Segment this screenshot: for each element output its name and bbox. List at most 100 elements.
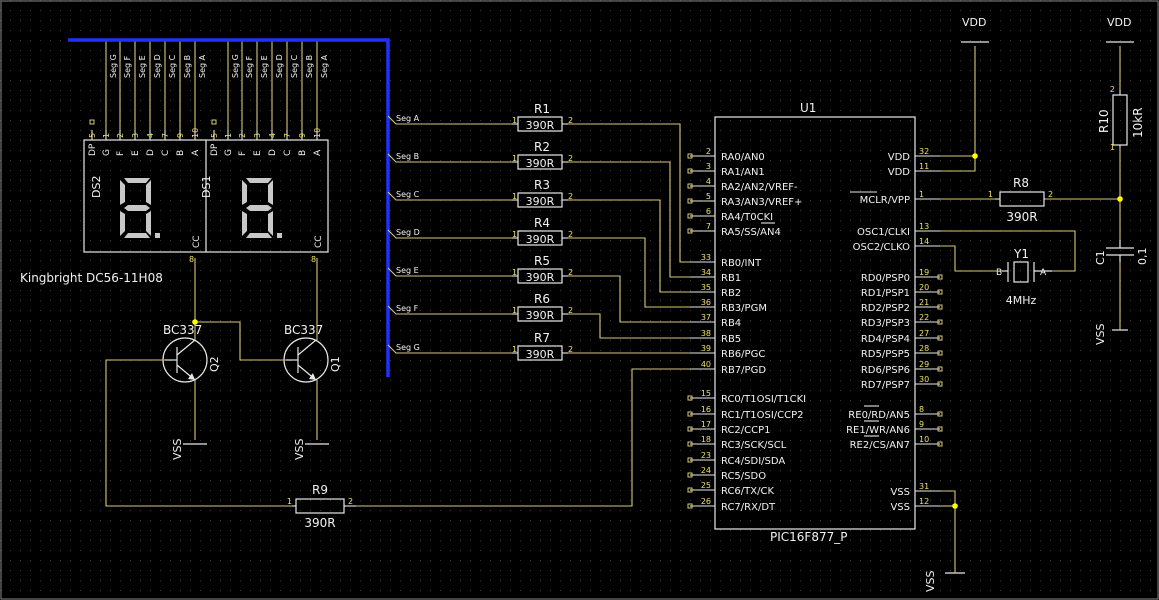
u1-pin-name: RB3/PGM bbox=[721, 303, 767, 314]
open-pin bbox=[687, 395, 693, 401]
display-pins: DP5G1F2E3D4C7B9A10CC8DP5G1F2E3D4C7B9A10C… bbox=[88, 40, 324, 264]
y1-body bbox=[1013, 261, 1029, 283]
u1-pin-num: 31 bbox=[919, 482, 929, 491]
display-pin-number: 1 bbox=[224, 133, 233, 138]
u1-pin-name: RD4/PSP4 bbox=[861, 334, 910, 345]
resistor-pin-num: 2 bbox=[568, 116, 573, 125]
u1-pin-name: RD6/PSP6 bbox=[861, 365, 910, 376]
u1-pin-num: 27 bbox=[919, 329, 929, 338]
display-module[interactable]: DS2 DS1 Kingbright DC56-11H08 DP5G1F2E3D… bbox=[20, 40, 329, 285]
resistor-value: 390R bbox=[526, 157, 555, 170]
u1-pin-num: 26 bbox=[701, 497, 711, 506]
u1-pin-name: RC0/T1OSI/T1CKI bbox=[721, 394, 806, 405]
u1-pin-name: VSS bbox=[890, 502, 910, 513]
q2-part: BC337 bbox=[163, 323, 202, 337]
u1-pin-name: VSS bbox=[890, 487, 910, 498]
vss-label: VSS bbox=[1094, 323, 1107, 345]
u1-pin-name: RB7/PGD bbox=[721, 365, 766, 376]
open-pin bbox=[937, 411, 943, 417]
u1-pin-num: 39 bbox=[701, 344, 711, 353]
u1-pin-name: VDD bbox=[888, 152, 911, 163]
display-left-ref: DS2 bbox=[90, 176, 103, 198]
open-pin bbox=[937, 441, 943, 447]
bus-label: Seg D bbox=[153, 54, 162, 78]
u1-pin-num: 30 bbox=[919, 375, 929, 384]
u1-pin-name: RD1/PSP1 bbox=[861, 288, 910, 299]
u1-pin-num: 36 bbox=[701, 298, 711, 307]
resistor-value: 390R bbox=[526, 309, 555, 322]
display-pin-number: 10 bbox=[313, 128, 322, 138]
u1-pin-name: MCLR/VPP bbox=[860, 195, 910, 206]
c1-ref: C1 bbox=[1094, 250, 1107, 265]
bus-label: Seg C bbox=[290, 54, 299, 78]
display-pin-number: 4 bbox=[146, 133, 155, 138]
display-pin-letter: F bbox=[116, 151, 126, 156]
resistor-ref: R2 bbox=[534, 140, 550, 154]
resistor-value: 390R bbox=[526, 119, 555, 132]
bus-label: Seg E bbox=[138, 55, 147, 78]
open-pin bbox=[687, 183, 693, 189]
microcontroller-u1[interactable]: U1 PIC16F877_P 2RA0/AN03RA1/AN14RA2/AN2/… bbox=[687, 101, 943, 544]
resistor-pin-num: 2 bbox=[568, 230, 573, 239]
open-pin bbox=[937, 335, 943, 341]
display-pin-letter: E bbox=[253, 150, 263, 156]
open-pin bbox=[687, 472, 693, 478]
display-pin-number: 2 bbox=[238, 133, 247, 138]
u1-pin-num: 6 bbox=[706, 207, 711, 216]
u1-pin-name: RC6/TX/CK bbox=[721, 486, 774, 497]
u1-pin-name: RE0/RD/AN5 bbox=[848, 410, 910, 421]
q2-ref: Q2 bbox=[208, 356, 221, 372]
u1-pin-num: 8 bbox=[919, 405, 924, 414]
u1-pin-num: 19 bbox=[919, 268, 929, 277]
display-pin-letter: C bbox=[161, 150, 171, 156]
bus-label: Seg C bbox=[168, 54, 177, 78]
open-pin bbox=[937, 381, 943, 387]
u1-pin-name: RD2/PSP2 bbox=[861, 303, 910, 314]
display-pin-number: 7 bbox=[283, 133, 292, 138]
resistor-pin-num: 1 bbox=[512, 345, 517, 354]
resistor-value: 390R bbox=[526, 233, 555, 246]
open-pin bbox=[937, 289, 943, 295]
u1-pin-name: RA2/AN2/VREF- bbox=[721, 182, 798, 193]
resistor-pin-num: 2 bbox=[568, 192, 573, 201]
u1-pin-num: 3 bbox=[706, 162, 711, 171]
u1-pin-name: RB4 bbox=[721, 318, 741, 329]
u1-pin-name: VDD bbox=[888, 167, 911, 178]
u1-pin-num: 4 bbox=[706, 177, 711, 186]
open-pin bbox=[687, 503, 693, 509]
display-pin-letter: C bbox=[283, 150, 293, 156]
u1-pin-name: RB0/INT bbox=[721, 258, 762, 269]
display-cc-label: CC bbox=[314, 235, 324, 248]
display-pin-letter: B bbox=[298, 150, 308, 156]
bus-label: Seg A bbox=[320, 54, 329, 78]
digit-left bbox=[120, 178, 160, 238]
open-pin bbox=[937, 350, 943, 356]
u1-pin-num: 34 bbox=[701, 268, 711, 277]
transistor-q2[interactable]: BC337 Q2 bbox=[162, 323, 221, 383]
display-pin-letter: G bbox=[102, 149, 112, 156]
bus-label: Seg F bbox=[123, 55, 132, 78]
u1-pin-num: 21 bbox=[919, 298, 929, 307]
bus-label: Seg B bbox=[305, 55, 314, 78]
y1-ref: Y1 bbox=[1013, 247, 1029, 261]
u1-pin-num: 7 bbox=[706, 222, 711, 231]
resistor-value: 390R bbox=[526, 271, 555, 284]
wires bbox=[105, 46, 1121, 573]
u1-pin-name: RC7/RX/DT bbox=[721, 502, 776, 513]
display-pin-letter: D bbox=[268, 149, 278, 156]
bus-label: Seg F bbox=[245, 55, 254, 78]
transistor-q1[interactable]: BC337 Q1 bbox=[283, 323, 342, 383]
display-pin-number: 3 bbox=[131, 133, 140, 138]
resistor-net-label: Seg E bbox=[396, 266, 419, 275]
u1-pin-name: OSC1/CLKI bbox=[857, 227, 910, 238]
u1-pin-num: 10 bbox=[919, 435, 929, 444]
u1-pin-num: 40 bbox=[701, 360, 711, 369]
u1-pin-name: RE1/WR/AN6 bbox=[846, 425, 910, 436]
u1-pin-name: OSC2/CLKO bbox=[853, 242, 910, 253]
u1-pin-name: RD3/PSP3 bbox=[861, 318, 910, 329]
